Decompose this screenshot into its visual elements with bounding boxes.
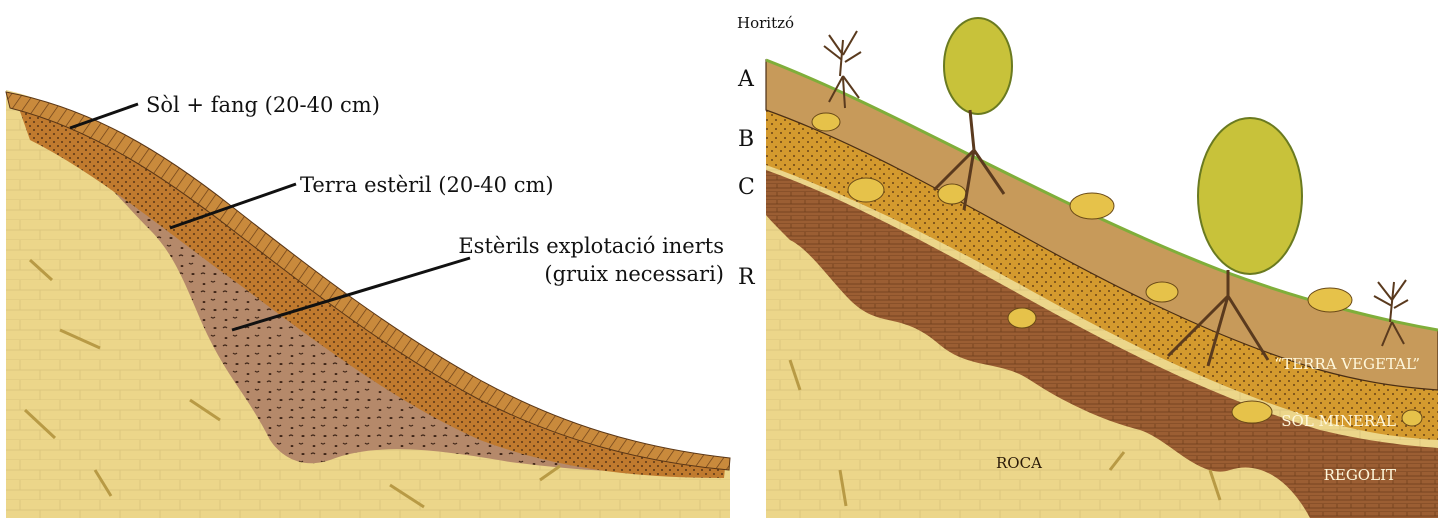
label-mineral-soil: SÒL MINERAL [1281,412,1396,430]
label-vegetal-earth: “TERRA VEGETAL” [1274,355,1420,373]
label-soil-mud: Sòl + fang (20-40 cm) [146,93,380,117]
label-regolith: REGOLIT [1324,466,1396,484]
horizon-a: A [737,67,755,92]
horizon-c: C [738,175,755,200]
left-panel: Sòl + fang (20-40 cm) Terra estèril (20-… [6,0,730,518]
label-inert-waste: Estèrils explotació inerts [458,234,724,258]
horizon-title: Horitzó [737,14,794,32]
label-sterile-earth: Terra estèril (20-40 cm) [300,173,554,197]
horizon-r: R [738,265,756,290]
label-inert-thickness: (gruix necessari) [544,262,724,286]
label-rock: ROCA [996,454,1042,472]
horizon-b: B [738,127,754,152]
right-panel: Horitzó A B C R “TERRA VEGETAL” SÒL MINE… [737,0,1438,518]
